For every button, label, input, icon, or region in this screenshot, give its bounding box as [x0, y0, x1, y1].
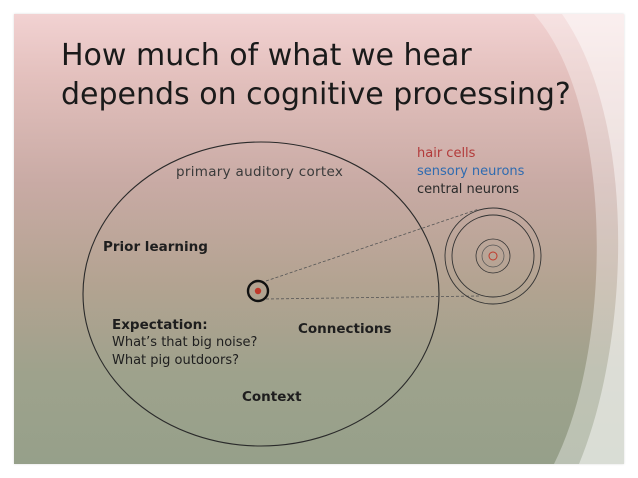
legend-hair-cells: hair cells: [417, 146, 476, 161]
neuron-ring-4: [481, 244, 505, 268]
prior-learning-label: Prior learning: [103, 239, 208, 255]
slide-title: How much of what we hear depends on cogn…: [61, 38, 571, 112]
background-swoosh: [534, 14, 624, 464]
context-label: Context: [242, 389, 302, 405]
legend-central-neurons: central neurons: [417, 182, 520, 197]
focus-dot: [254, 287, 262, 295]
cortex-label: primary auditory cortex: [176, 164, 344, 180]
zoom-line-bottom: [265, 295, 480, 300]
primary-auditory-cortex-circle: [82, 141, 440, 447]
neuron-detail: [444, 207, 542, 305]
expectation-heading: Expectation:: [112, 317, 208, 333]
cortex-diagram: [82, 141, 542, 447]
neuron-ring-3: [475, 238, 511, 274]
connections-label: Connections: [298, 321, 392, 337]
neuron-ring-2: [451, 214, 535, 298]
neuron-outer-ring: [444, 207, 542, 305]
zoom-line-top: [265, 208, 480, 282]
neuron-legend: hair cells sensory neurons central neuro…: [417, 145, 524, 199]
legend-sensory-neurons: sensory neurons: [417, 164, 525, 179]
expectation-block: Expectation: What’s that big noise? What…: [112, 316, 257, 370]
focus-ring: [246, 279, 270, 303]
expectation-line-1: What’s that big noise?: [112, 335, 258, 350]
expectation-line-2: What pig outdoors?: [112, 353, 240, 368]
neuron-core: [488, 251, 498, 261]
slide: How much of what we hear depends on cogn…: [14, 14, 624, 464]
